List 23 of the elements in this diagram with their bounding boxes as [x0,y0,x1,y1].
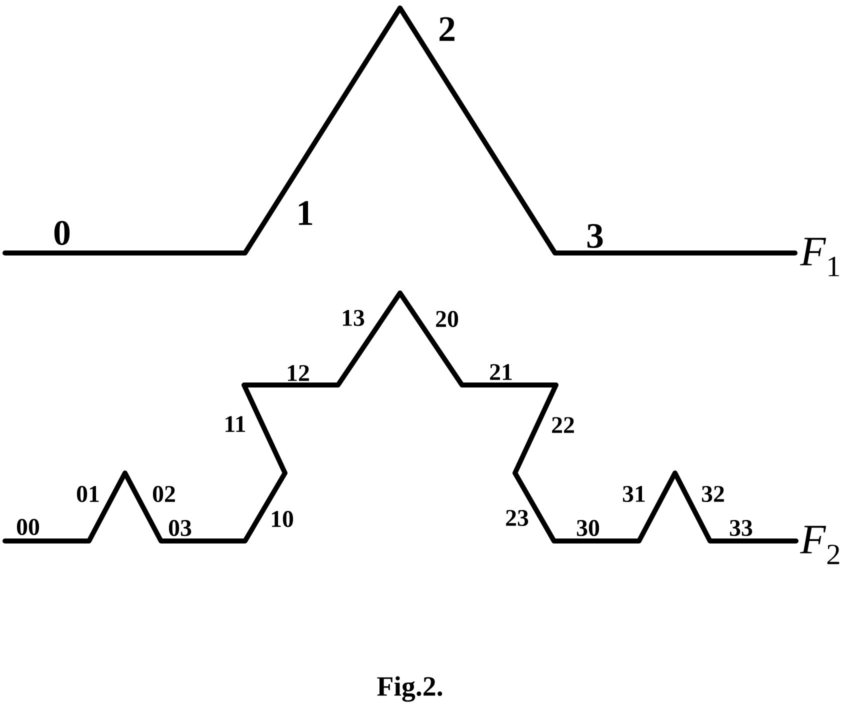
segment-number: 2 [440,17,454,41]
segment-number: 21 [490,364,512,380]
segment-number: 31 [622,486,645,502]
segment-number: 02 [152,486,175,502]
segment-number: 13 [342,310,364,326]
segment-number: 22 [552,417,574,433]
segment-number: 12 [288,365,309,381]
curve-label: F$_{1}$ [800,238,839,276]
segment-number: 30 [576,520,600,536]
segment-number: 23 [506,510,528,526]
figure-caption: Fig.2. [377,676,442,702]
segment-number: 00 [16,518,40,536]
segment-number: 33 [730,520,752,536]
segment-number: 1 [298,201,312,225]
segment-number: 10 [272,510,294,528]
segment-number: 32 [702,486,724,502]
segment-number: 03 [168,520,192,536]
segment-number: 01 [76,486,99,502]
segment-number: 3 [587,224,603,248]
segment-number: 0 [54,220,70,246]
curve-label: F$_{2}$ [800,526,840,564]
segment-number: 11 [226,416,246,432]
segment-number: 20 [436,310,458,328]
